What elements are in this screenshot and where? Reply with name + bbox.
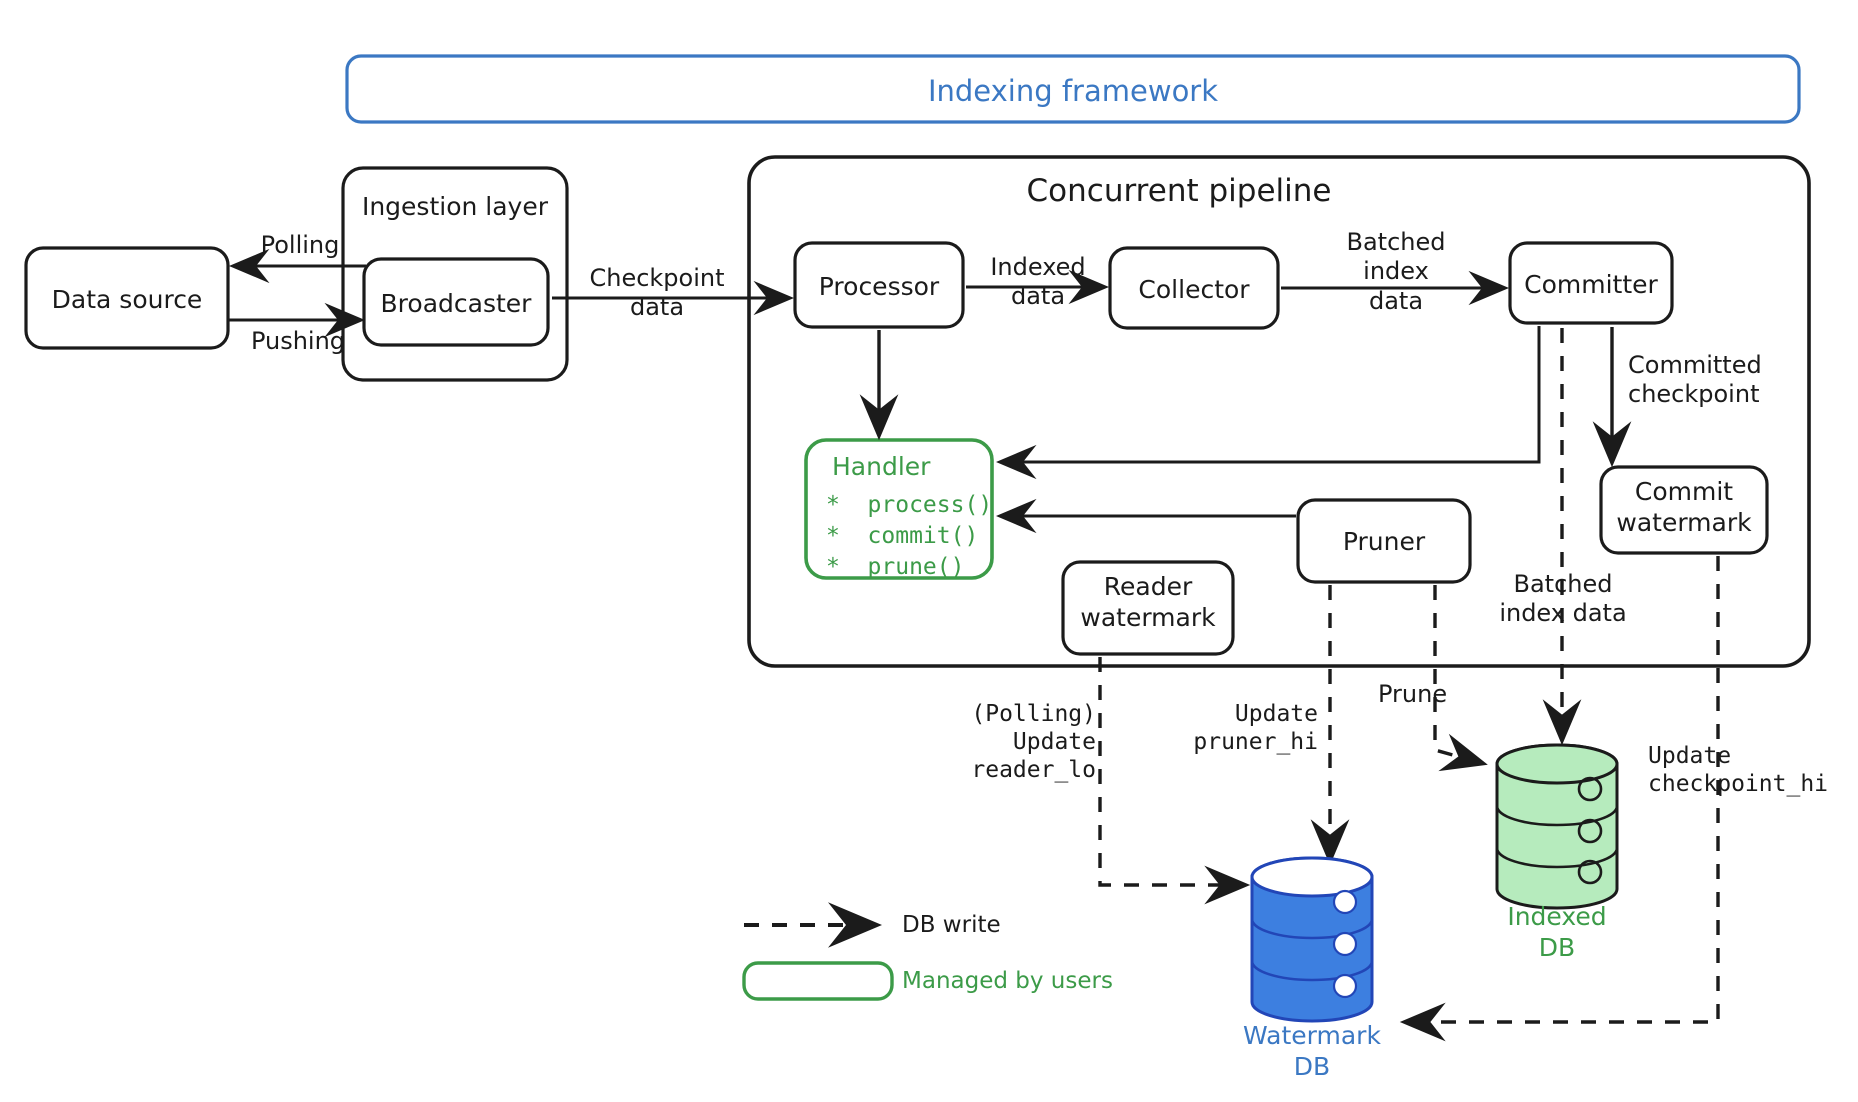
reader-watermark-box: [1061, 560, 1235, 656]
reader-watermark-label: Reader watermark: [1080, 572, 1216, 632]
legend-managed-by-users-label: Managed by users: [902, 968, 1113, 994]
handler-methods-list: * process() * commit() * prune(): [826, 492, 993, 581]
concurrent-pipeline-title: Concurrent pipeline: [1026, 173, 1332, 209]
collector-label: Collector: [1138, 275, 1250, 304]
indexing-framework-container: [345, 54, 1801, 124]
handler-title: Handler: [832, 452, 931, 481]
commit-watermark-box: [1599, 465, 1769, 555]
edge-label-batched-index-data-top: Batched index data: [1346, 228, 1446, 315]
edge-label-update-pruner-hi: Update pruner_hi: [1193, 701, 1318, 756]
collector-box: [1108, 246, 1280, 330]
watermark-db-cylinder: [1250, 856, 1374, 1023]
edge-label-committed-checkpoint: Committed checkpoint: [1628, 351, 1762, 409]
edge-label-prune: Prune: [1378, 680, 1448, 708]
pruner-box: [1296, 498, 1472, 584]
broadcaster-label: Broadcaster: [380, 289, 532, 318]
edge-label-batched-index-data-low: Batched index data: [1499, 570, 1627, 628]
edge-update-reader-lo: [1098, 657, 1251, 905]
data-source-box: [24, 246, 230, 350]
legend-green-box-icon: [742, 961, 894, 1001]
pruner-label: Pruner: [1342, 527, 1426, 556]
processor-label: Processor: [818, 272, 940, 301]
indexed-db-cylinder: [1495, 743, 1619, 910]
concurrent-pipeline-container: [747, 155, 1811, 668]
edge-label-polling-update-reader-lo: (Polling) Update reader_lo: [971, 701, 1096, 784]
data-source-label: Data source: [51, 285, 203, 314]
handler-box: [804, 438, 994, 580]
committer-box: [1508, 241, 1674, 325]
edge-label-checkpoint-data: Checkpoint data: [589, 264, 725, 322]
commit-watermark-label: Commit watermark: [1616, 477, 1752, 537]
processor-box: [793, 241, 965, 329]
indexed-db-label: Indexed DB: [1507, 902, 1607, 962]
edge-committer-to-handler: [996, 326, 1541, 480]
indexing-framework-title: Indexing framework: [927, 74, 1219, 108]
ingestion-layer-container: [341, 166, 569, 382]
legend-db-write-label: DB write: [902, 912, 1001, 938]
edge-label-indexed-data: Indexed data: [990, 253, 1086, 311]
edge-label-pushing: Pushing: [250, 327, 346, 355]
committer-label: Committer: [1524, 270, 1658, 299]
broadcaster-box: [362, 257, 550, 347]
watermark-db-label: Watermark DB: [1243, 1021, 1381, 1081]
edge-label-polling: Polling: [260, 231, 340, 259]
ingestion-layer-title: Ingestion layer: [361, 192, 549, 221]
edge-label-update-checkpoint-hi: Update checkpoint_hi: [1648, 743, 1829, 798]
